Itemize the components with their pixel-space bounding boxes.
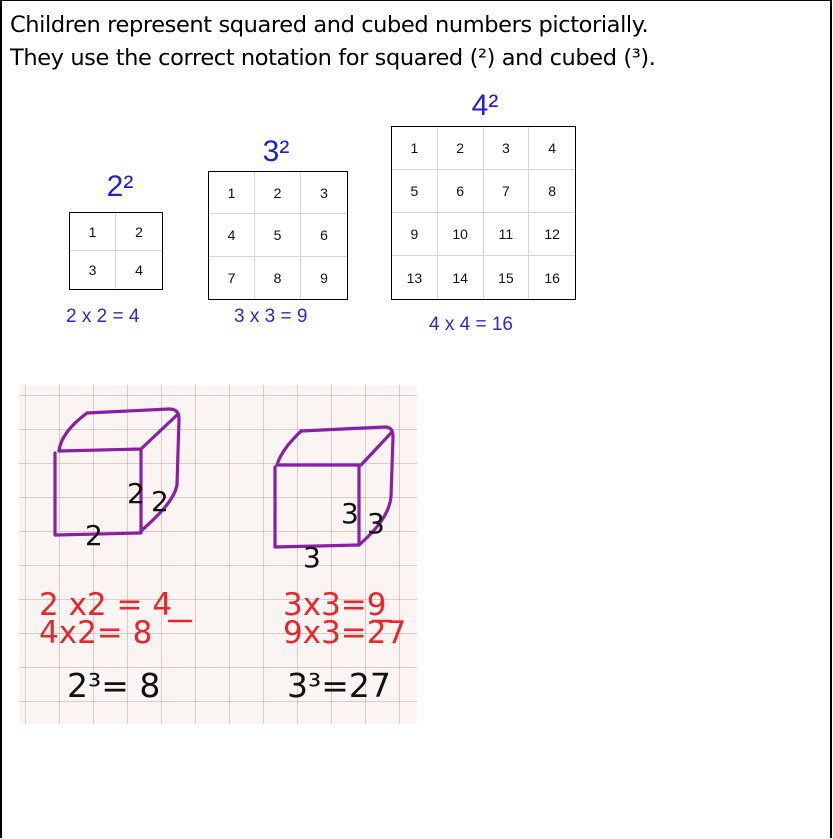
intro-line-2: They use the correct notation for square… — [10, 42, 822, 75]
left-calc-line-2: 4x2= 8 — [39, 615, 152, 651]
grid-cell: 4 — [116, 251, 162, 289]
black-results: 2³= 8 3³=27 — [67, 666, 391, 705]
right-result: 3³=27 — [287, 666, 391, 705]
grid-cell: 2 — [438, 127, 484, 170]
square-2-title: 2² — [90, 172, 150, 202]
red-calculations: 2 x2 = 4 4x2= 8 3x3=9 9x3=27 — [39, 587, 406, 651]
grid-cell: 4 — [529, 127, 575, 170]
grid-cell: 4 — [209, 214, 255, 256]
grid-cell: 6 — [301, 214, 347, 256]
grid-cell: 8 — [255, 257, 301, 299]
intro-line-1: Children represent squared and cubed num… — [10, 9, 822, 42]
grid-cell: 11 — [484, 213, 530, 256]
grid-cell: 7 — [209, 257, 255, 299]
grid-cell: 3 — [301, 172, 347, 214]
right-edge-bottom-label: 3 — [303, 541, 321, 574]
square-3-equation: 3 x 3 = 9 — [234, 306, 307, 328]
grid-cell: 2 — [116, 213, 162, 251]
square-4-equation: 4 x 4 = 16 — [429, 314, 513, 336]
grid-cell: 1 — [209, 172, 255, 214]
grid-cell: 1 — [70, 213, 116, 251]
left-edge-bottom-label: 2 — [85, 519, 103, 552]
left-edge-side-label: 2 — [151, 485, 169, 518]
grid-cell: 10 — [438, 213, 484, 256]
grid-cell: 2 — [255, 172, 301, 214]
left-edge-top-label: 2 — [127, 477, 145, 510]
square-2-equation: 2 x 2 = 4 — [66, 306, 139, 328]
grid-cell: 12 — [529, 213, 575, 256]
left-cube-labels: 2 2 2 — [85, 477, 169, 552]
grid-cell: 5 — [392, 170, 438, 213]
grid-cell: 15 — [484, 256, 530, 299]
grid-cell: 1 — [392, 127, 438, 170]
grid-cell: 14 — [438, 256, 484, 299]
right-edge-top-label: 3 — [341, 497, 359, 530]
grid-cell: 3 — [484, 127, 530, 170]
right-cube-labels: 3 3 3 — [303, 497, 385, 574]
grid-cell: 6 — [438, 170, 484, 213]
grid-cell: 9 — [392, 213, 438, 256]
grid-cell: 8 — [529, 170, 575, 213]
grid-cell: 9 — [301, 257, 347, 299]
handwritten-cubes-photo: 2 2 2 3 3 3 2 x2 = 4 4x2= 8 3x3=9 9x3=27… — [19, 385, 417, 724]
right-edge-side-label: 3 — [367, 507, 385, 540]
grid-cell: 3 — [70, 251, 116, 289]
cube-drawings: 2 2 2 3 3 3 2 x2 = 4 4x2= 8 3x3=9 9x3=27… — [19, 385, 417, 724]
square-4-title: 4² — [455, 91, 515, 121]
left-result: 2³= 8 — [67, 666, 160, 705]
grid-cell: 7 — [484, 170, 530, 213]
grid-cell: 5 — [255, 214, 301, 256]
square-3-title: 3² — [246, 137, 306, 167]
grid-cell: 16 — [529, 256, 575, 299]
intro-text: Children represent squared and cubed num… — [10, 9, 822, 75]
grid-cell: 13 — [392, 256, 438, 299]
